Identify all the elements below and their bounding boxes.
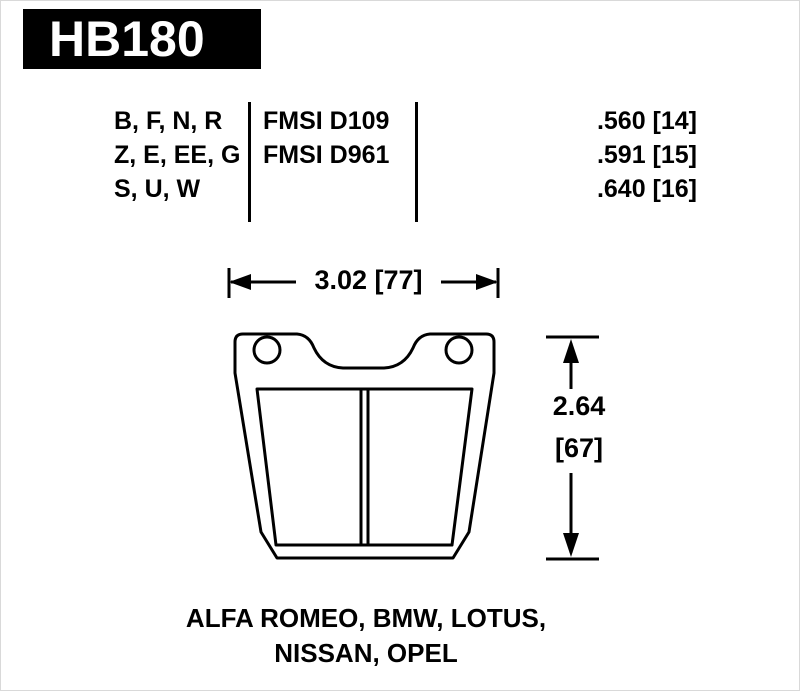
- height-arrowhead-bottom: [563, 533, 579, 557]
- table-divider-right: [415, 102, 418, 222]
- height-dimension-label-inches: 2.64: [552, 391, 606, 421]
- width-dimension-label: 3.02 [77]: [314, 265, 423, 295]
- width-arrowhead-right: [476, 274, 498, 290]
- height-arrowhead-top: [563, 339, 579, 363]
- table-divider-left: [248, 102, 251, 222]
- compound-row-2: Z, E, EE, G: [114, 141, 241, 169]
- pad-outline: [233, 332, 496, 560]
- thickness-row-1: .560 [14]: [596, 107, 697, 135]
- compound-row-3: S, U, W: [114, 175, 201, 203]
- width-arrowhead-left: [229, 274, 251, 290]
- thickness-row-2: .591 [15]: [596, 141, 697, 169]
- height-dimension-label-mm: [67]: [554, 433, 603, 463]
- mounting-hole-left: [252, 335, 282, 365]
- applications-line-1: ALFA ROMEO, BMW, LOTUS,: [185, 603, 547, 633]
- width-dimension: [227, 268, 500, 298]
- part-number-label: HB180: [49, 11, 205, 67]
- height-dimension: [546, 335, 599, 561]
- mounting-hole-right: [444, 335, 474, 365]
- fmsi-row-2: FMSI D961: [263, 141, 390, 169]
- friction-material-outline: [255, 387, 474, 547]
- brake-pad-drawing: [227, 268, 599, 561]
- part-number-box: HB180: [23, 9, 261, 69]
- applications-line-2: NISSAN, OPEL: [274, 638, 458, 668]
- compound-row-1: B, F, N, R: [114, 107, 223, 135]
- fmsi-row-1: FMSI D109: [263, 107, 390, 135]
- thickness-row-3: .640 [16]: [596, 175, 697, 203]
